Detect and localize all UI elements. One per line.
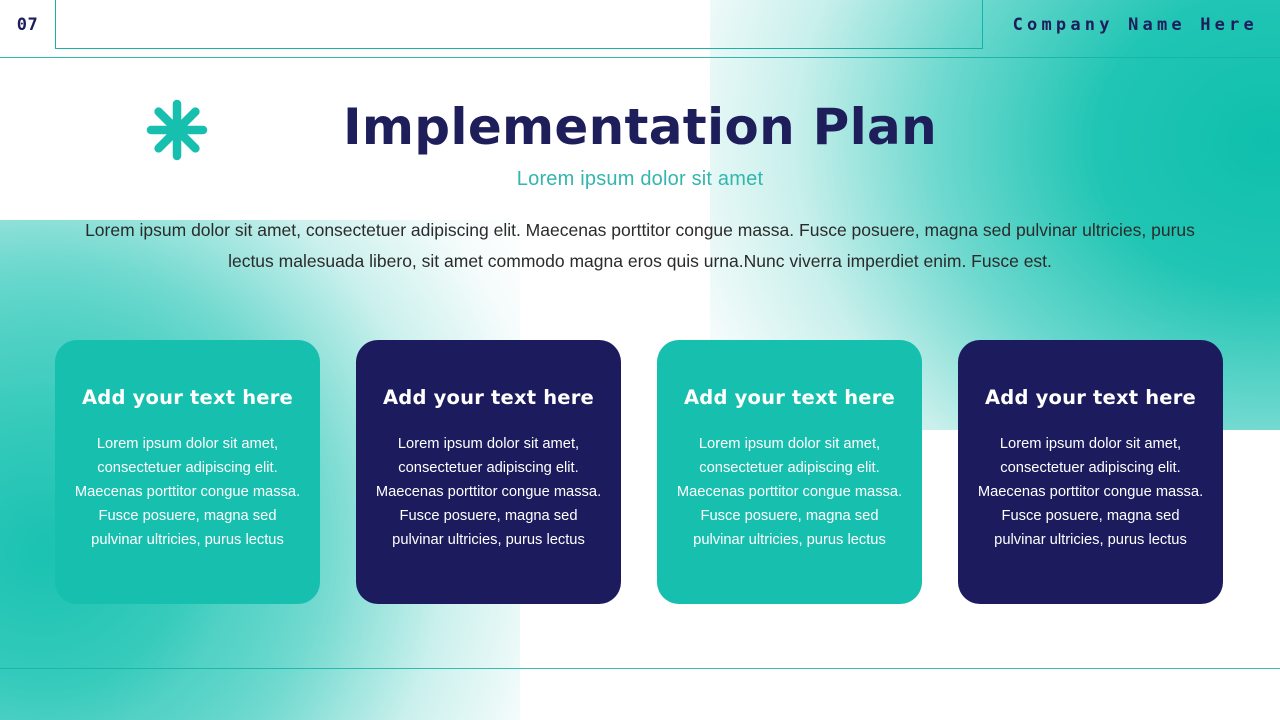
page-subtitle: Lorem ipsum dolor sit amet: [516, 168, 764, 190]
card-body: Lorem ipsum dolor sit amet, consectetuer…: [375, 436, 602, 548]
card-title: Add your text here: [82, 386, 293, 409]
content-card[interactable]: Add your text here Lorem ipsum dolor sit…: [55, 340, 320, 604]
title-row: Implementation Plan: [0, 96, 1280, 166]
intro-paragraph: Lorem ipsum dolor sit amet, consectetuer…: [85, 220, 1195, 271]
card-body: Lorem ipsum dolor sit amet, consectetuer…: [74, 436, 301, 548]
page-number: 07: [16, 14, 39, 35]
slide-header: 07 Company Name Here: [0, 0, 1280, 58]
asterisk-star-icon: [145, 98, 209, 162]
card-title: Add your text here: [383, 386, 594, 409]
card-title: Add your text here: [985, 386, 1196, 409]
header-frame: [55, 0, 983, 49]
card-body: Lorem ipsum dolor sit amet, consectetuer…: [676, 436, 903, 548]
card-body: Lorem ipsum dolor sit amet, consectetuer…: [977, 436, 1204, 548]
card-grid: Add your text here Lorem ipsum dolor sit…: [55, 340, 1223, 604]
page-title: Implementation Plan: [342, 98, 937, 156]
content-card[interactable]: Add your text here Lorem ipsum dolor sit…: [356, 340, 621, 604]
footer-divider-line: [0, 668, 1280, 669]
content-card[interactable]: Add your text here Lorem ipsum dolor sit…: [958, 340, 1223, 604]
card-title: Add your text here: [684, 386, 895, 409]
content-card[interactable]: Add your text here Lorem ipsum dolor sit…: [657, 340, 922, 604]
company-name-label: Company Name Here: [1012, 14, 1258, 35]
header-divider-line: [0, 57, 1280, 58]
